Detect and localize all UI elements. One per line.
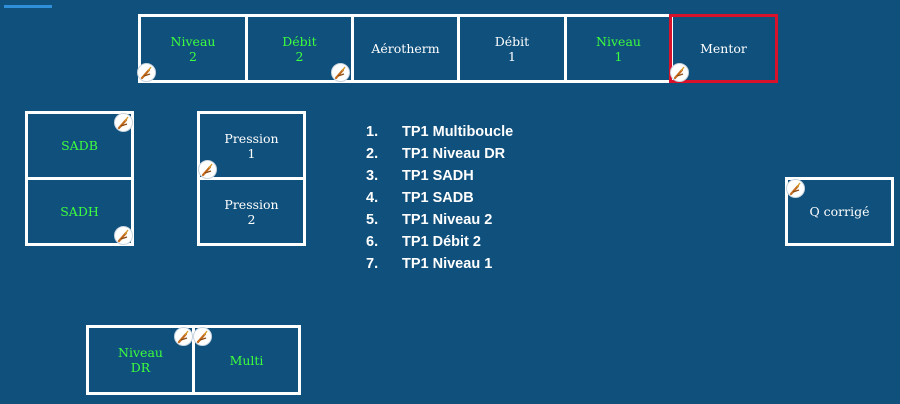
station-mentor[interactable]: Mentor bbox=[669, 14, 778, 83]
list-number: 6. bbox=[366, 234, 379, 250]
wrench-screwdriver-icon[interactable] bbox=[786, 179, 805, 198]
list-number: 7. bbox=[366, 256, 379, 272]
station-q-corrige[interactable]: Q corrigé bbox=[785, 177, 894, 246]
list-item[interactable]: 7. TP1 Niveau 1 bbox=[366, 253, 513, 275]
station-pression-2[interactable]: Pression 2 bbox=[197, 177, 306, 246]
station-label: Niveau bbox=[170, 33, 216, 49]
list-item[interactable]: 2. TP1 Niveau DR bbox=[366, 143, 513, 165]
station-label: Débit bbox=[494, 33, 530, 49]
wrench-screwdriver-icon[interactable] bbox=[174, 327, 193, 346]
station-label: Q corrigé bbox=[809, 204, 870, 219]
station-label: SADB bbox=[61, 138, 98, 153]
list-item[interactable]: 5. TP1 Niveau 2 bbox=[366, 209, 513, 231]
list-number: 5. bbox=[366, 212, 379, 228]
list-label: TP1 SADB bbox=[402, 190, 474, 206]
tp-list: 1. TP1 Multiboucle 2. TP1 Niveau DR 3. TP1 … bbox=[366, 121, 513, 275]
station-label: Pression bbox=[224, 130, 279, 146]
station-number: 1 bbox=[508, 48, 516, 64]
station-label: Aérotherm bbox=[371, 41, 440, 56]
list-item[interactable]: 1. TP1 Multiboucle bbox=[366, 121, 513, 143]
station-label: Niveau bbox=[118, 345, 163, 360]
station-label: Niveau bbox=[596, 33, 641, 49]
list-item[interactable]: 3. TP1 SADH bbox=[366, 165, 513, 187]
station-number: DR bbox=[130, 360, 151, 375]
station-label: SADH bbox=[60, 204, 99, 219]
list-label: TP1 Niveau 2 bbox=[402, 212, 493, 228]
list-number: 1. bbox=[366, 124, 379, 140]
station-number: 2 bbox=[295, 48, 304, 64]
station-debit-1[interactable]: Débit 1 bbox=[457, 14, 567, 83]
list-item[interactable]: 6. TP1 Débit 2 bbox=[366, 231, 513, 253]
list-number: 4. bbox=[366, 190, 379, 206]
station-number: 2 bbox=[189, 48, 197, 64]
station-label: Multi bbox=[229, 352, 264, 368]
wrench-screwdriver-icon[interactable] bbox=[670, 63, 689, 82]
station-multi[interactable]: Multi bbox=[192, 325, 301, 395]
wrench-screwdriver-icon[interactable] bbox=[331, 63, 350, 82]
list-item[interactable]: 4. TP1 SADB bbox=[366, 187, 513, 209]
wrench-screwdriver-icon[interactable] bbox=[193, 327, 212, 346]
list-label: TP1 Débit 2 bbox=[402, 234, 481, 250]
station-number: 2 bbox=[247, 211, 256, 227]
wrench-screwdriver-icon[interactable] bbox=[137, 63, 156, 82]
station-number: 1 bbox=[614, 48, 623, 64]
station-niveau-dr[interactable]: Niveau DR bbox=[86, 325, 195, 395]
list-label: TP1 Multiboucle bbox=[402, 124, 514, 140]
list-label: TP1 Niveau 1 bbox=[402, 256, 493, 272]
wrench-screwdriver-icon[interactable] bbox=[114, 113, 133, 132]
top-accent-bar bbox=[4, 5, 52, 8]
list-label: TP1 SADH bbox=[402, 168, 474, 184]
station-label: Pression bbox=[224, 196, 279, 212]
wrench-screwdriver-icon[interactable] bbox=[114, 226, 133, 245]
wrench-screwdriver-icon[interactable] bbox=[198, 160, 217, 179]
list-number: 3. bbox=[366, 168, 379, 184]
station-label: Débit bbox=[282, 33, 317, 49]
station-label: Mentor bbox=[700, 41, 747, 56]
list-label: TP1 Niveau DR bbox=[402, 146, 506, 162]
station-number: 1 bbox=[247, 145, 256, 161]
list-number: 2. bbox=[366, 146, 379, 162]
station-sadh[interactable]: SADH bbox=[25, 177, 134, 246]
station-aerotherm[interactable]: Aérotherm bbox=[351, 14, 460, 83]
station-niveau-1[interactable]: Niveau 1 bbox=[564, 14, 673, 83]
